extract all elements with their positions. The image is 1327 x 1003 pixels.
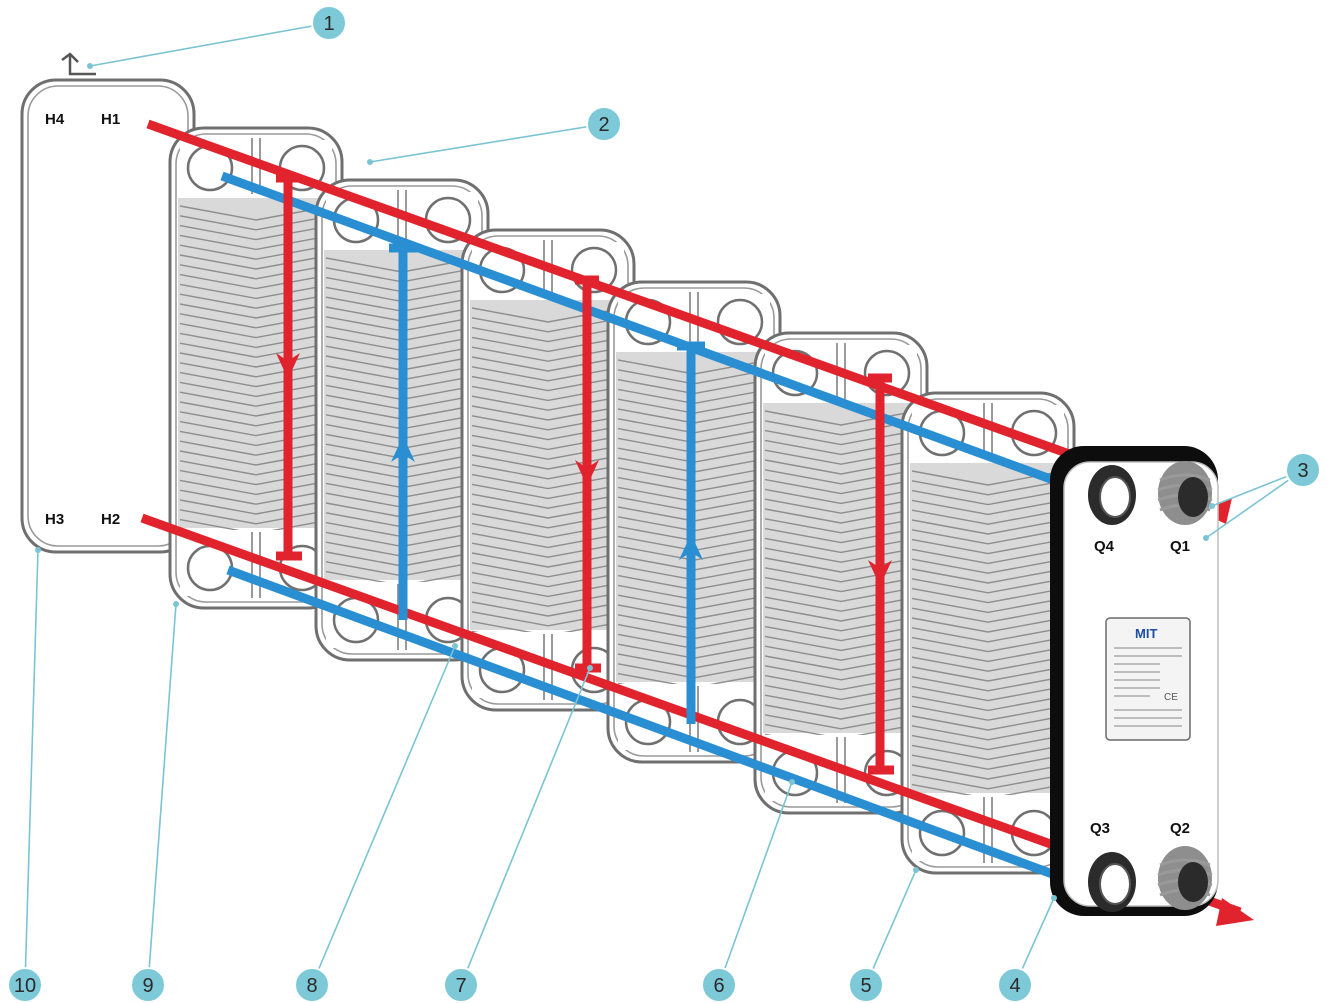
callout-7: 7 [443,665,593,1003]
callout-9: 9 [130,601,179,1003]
callout-number: 10 [14,975,36,997]
connection-q2 [1157,846,1213,910]
callout-number: 4 [1009,975,1020,997]
callout-badge [997,967,1033,1003]
callout-6: 6 [701,779,795,1003]
cold-inlet-path [226,565,1152,915]
callout-badge [586,106,622,142]
hot-flow-arrow-icon [575,460,599,486]
leader-line [89,22,330,67]
cold-outlet-path [220,171,1192,535]
callout-10: 10 [7,547,43,1003]
leader-line [460,667,591,986]
callout-4: 4 [997,895,1057,1003]
nameplate: MIT CE [1105,617,1191,741]
port-label-h1: H1 [101,111,120,128]
cold-flow-arrow-icon [391,436,415,462]
hot-outlet-arrow-icon [1216,898,1254,926]
callout-badge [701,967,737,1003]
connection-q1 [1157,461,1213,525]
callout-number: 5 [860,975,871,997]
port-label-h2: H2 [101,511,120,528]
hot-flow-arrow-icon [868,560,892,586]
callout-badge [130,967,166,1003]
cold-flow-arrow-icon [679,534,703,560]
callout-badge [311,5,347,41]
lifting-hook-icon [61,52,96,76]
callout-badge [1285,452,1321,488]
port-label-h3: H3 [45,511,64,528]
callout-number: 9 [142,975,153,997]
port-label-q1: Q1 [1170,538,1190,555]
callout-8: 8 [294,643,458,1003]
port-label-q3: Q3 [1090,820,1110,837]
callout-badge [7,967,43,1003]
exchanger-plate-1 [168,126,344,610]
leader-line [24,549,39,986]
port-label-h4: H4 [45,111,65,128]
callout-number: 2 [598,114,609,136]
leader-line [718,781,793,986]
callout-number: 1 [323,13,334,35]
leader-line [369,123,605,163]
exchanger-plate-6 [900,391,1076,875]
port-label-q4: Q4 [1094,538,1115,555]
callout-badge [443,967,479,1003]
callout-number: 7 [455,975,466,997]
callout-layer: 1 2 3 4 5 6 7 8 9 10 [7,5,1321,1003]
callout-5: 5 [848,867,919,1003]
nameplate-ce-mark: CE [1164,692,1178,703]
callout-number: 8 [306,975,317,997]
connection-q3 [1088,852,1136,912]
plate-stack [168,126,1076,875]
callout-1: 1 [87,5,347,69]
callout-2: 2 [367,106,622,165]
callout-badge [294,967,330,1003]
front-frame-plate: Q4 Q1 Q3 Q2 MIT CE [1050,446,1219,916]
port-label-q2: Q2 [1170,820,1190,837]
callout-3: 3 [1203,452,1321,541]
hot-flow-arrow-icon [276,353,300,379]
callout-number: 6 [713,975,724,997]
callout-badge [848,967,884,1003]
hot-inlet-path [146,119,1222,513]
nameplate-logo: MIT [1135,626,1157,641]
leader-line [1205,469,1304,539]
callout-number: 3 [1297,460,1308,482]
leader-line [311,645,456,986]
leader-line [147,603,177,986]
connection-q4 [1088,465,1136,525]
leader-line [865,869,917,986]
